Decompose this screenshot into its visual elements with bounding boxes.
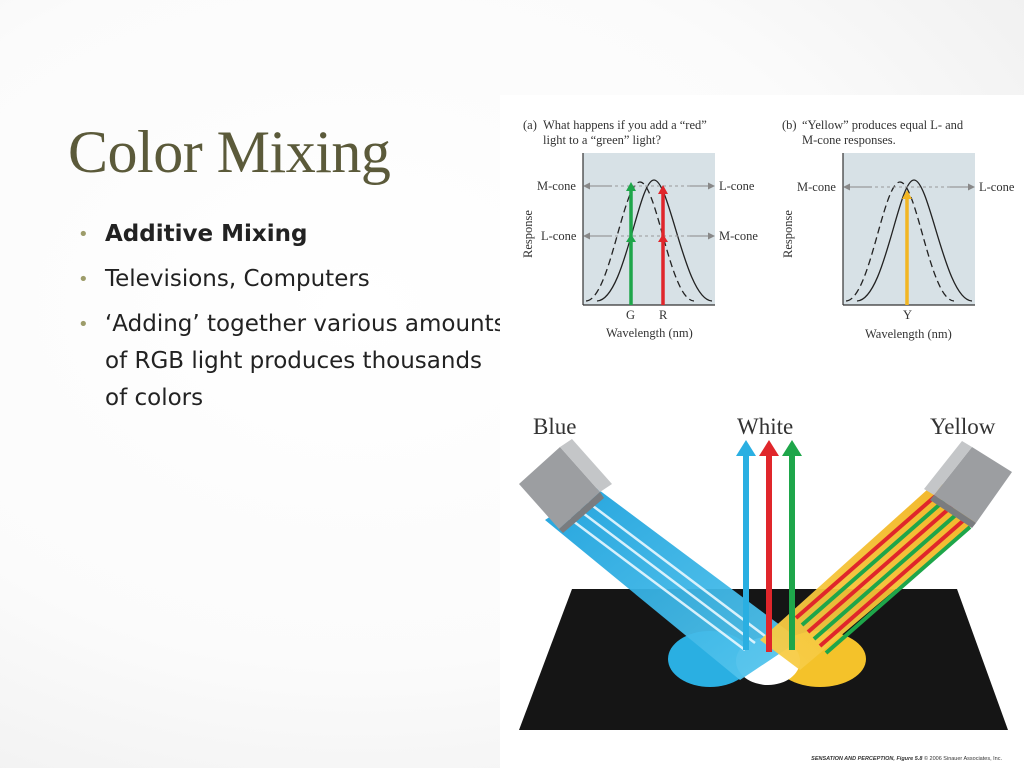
slide-title: Color Mixing [68,119,391,185]
panel-a-tick-g: G [626,308,635,322]
reflected-blue-arrow-icon [736,440,756,456]
panel-a-red-arrow-icon [658,185,668,194]
bullet-dot-icon: • [78,314,89,335]
panel-b-caption-line2: M-cone responses. [802,133,896,147]
panel-b-caption-line1: “Yellow” produces equal L- and [802,118,964,132]
panel-a-x-label: Wavelength (nm) [606,326,693,340]
yellow-beam [760,480,978,670]
yellow-projector-icon [924,441,1012,528]
panel-a-y-label: Response [521,210,535,258]
credit-rights: © 2006 Sinauer Associates, Inc. [923,756,1002,762]
panel-b-m-cone-curve [845,181,955,302]
blue-light-label: Blue [533,414,576,439]
panel-b-left-top-label: M-cone [797,180,836,194]
bullet-dot-icon: • [78,269,89,290]
panel-a-right-mid-label: M-cone [719,229,758,243]
yellow-light-label: Yellow [930,414,996,439]
panel-a-m-cone-curve [585,181,695,302]
bullet-text: Additive Mixing [105,221,308,247]
reflected-white-light [736,440,802,652]
blue-beam-rays [564,499,766,651]
bullet-item: • ‘Adding’ together various amounts of R… [78,306,508,417]
panel-b-yellow-arrow-icon [902,190,912,199]
credit-book: SENSATION AND PERCEPTION, [811,756,895,762]
panel-b-tick-y: Y [903,308,912,322]
credit-figure: Figure 5.8 [896,756,923,762]
figure-credit: SENSATION AND PERCEPTION, Figure 5.8 © 2… [811,756,1002,762]
yellow-beam-rays [794,490,972,655]
panel-b-y-label: Response [781,210,795,258]
panel-b-right-top-label: L-cone [979,180,1015,194]
bullet-item: • Televisions, Computers [78,261,508,298]
bullet-text: ‘Adding’ together various amounts of RGB… [105,311,506,411]
panel-a-green-arrow-mid-icon [626,234,636,242]
panel-b-x-label: Wavelength (nm) [865,327,952,341]
bullet-text: Televisions, Computers [105,266,370,292]
bullet-item: • Additive Mixing [78,216,508,253]
panel-b: (b) “Yellow” produces equal L- and M-con… [781,118,1015,341]
bullet-list: • Additive Mixing • Televisions, Compute… [78,216,508,425]
blue-beam [545,487,800,680]
panel-b-l-cone-curve [856,179,973,302]
panel-a-caption-line1: What happens if you add a “red” [543,118,707,132]
panel-a-green-arrow-icon [626,182,636,191]
white-light-label: White [737,414,793,439]
bullet-dot-icon: • [78,224,89,245]
blue-projector-icon [519,439,612,533]
reflected-green-arrow-icon [782,440,802,456]
panel-a-l-cone-curve [596,179,713,302]
panel-a-label: (a) [523,118,537,132]
panel-a: (a) What happens if you add a “red” ligh… [521,118,758,340]
panel-b-label: (b) [782,118,797,132]
panel-a-plot-area [583,153,715,305]
panel-a-caption-line2: light to a “green” light? [543,133,661,147]
panel-a-tick-r: R [659,308,668,322]
panel-a-left-mid-label: L-cone [541,229,577,243]
reflected-red-arrow-icon [759,440,779,456]
panel-b-plot-area [843,153,975,305]
panel-a-right-top-label: L-cone [719,179,755,193]
panel-a-red-arrow-mid-icon [658,234,668,242]
panel-a-left-top-label: M-cone [537,179,576,193]
light-mixing-illustration: Blue White Yellow [519,414,1012,730]
